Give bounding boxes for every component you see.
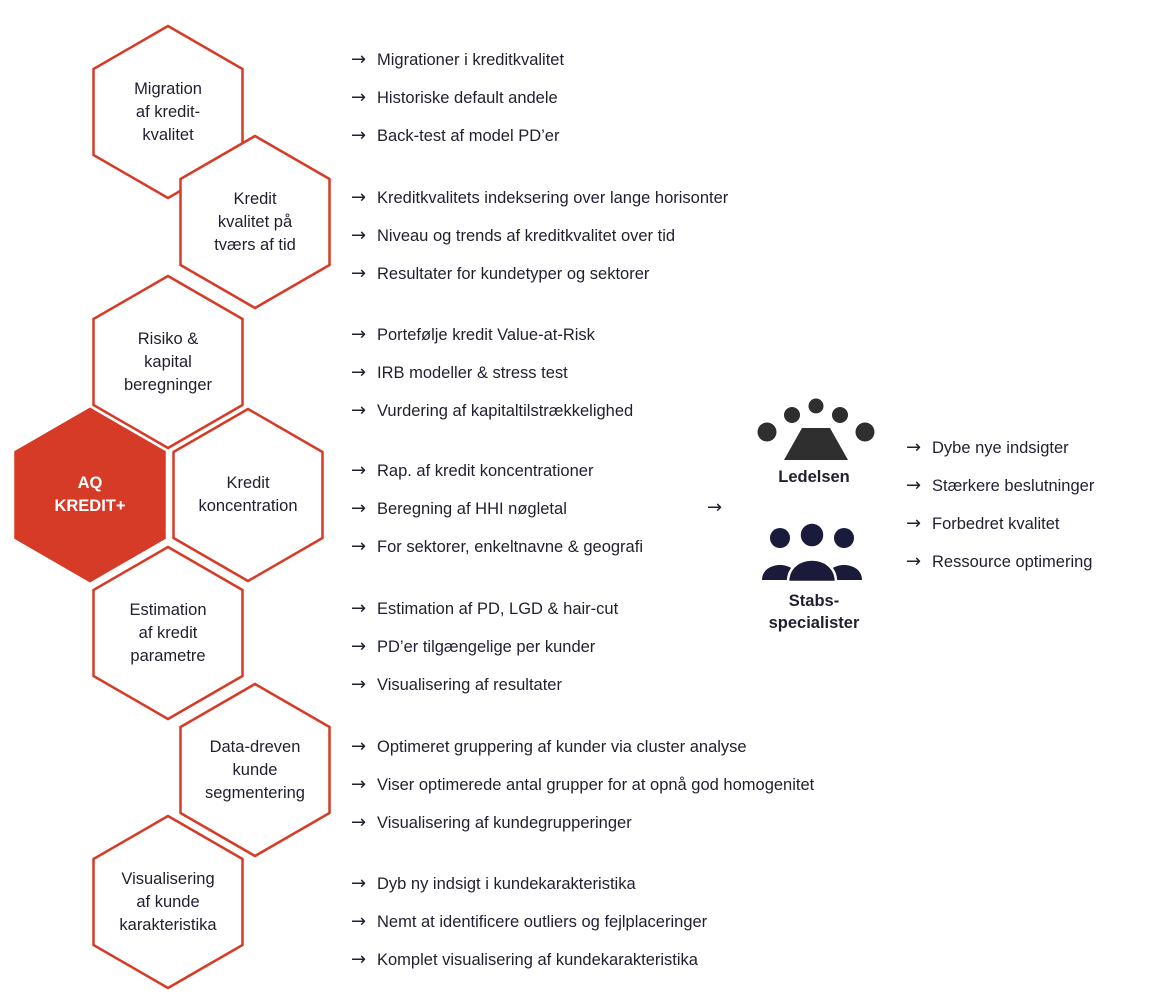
arrow-right-icon: → — [351, 598, 367, 619]
arrow-right-icon: → — [906, 437, 922, 458]
staff-specialists-icon — [762, 522, 862, 584]
bullet-text: Rap. af kredit koncentrationer — [377, 462, 594, 480]
arrow-right-icon: → — [351, 324, 367, 345]
benefit-item: → Forbedret kvalitet — [906, 514, 1059, 534]
arrow-right-icon: → — [351, 536, 367, 557]
arrow-right-icon: → — [351, 949, 367, 970]
bullet-item: → Beregning af HHI nøgletal — [351, 499, 567, 519]
management-label: Ledelsen — [778, 468, 850, 486]
bullet-item: → Migrationer i kreditkvalitet — [351, 50, 564, 70]
benefit-item: → Dybe nye indsigter — [906, 438, 1069, 458]
arrow-right-icon: → — [351, 674, 367, 695]
bullet-text: Portefølje kredit Value-at-Risk — [377, 326, 595, 344]
arrow-right-icon: → — [351, 125, 367, 146]
arrow-right-icon: → — [351, 400, 367, 421]
arrow-right-icon: → — [906, 551, 922, 572]
hexagon-7 — [92, 814, 244, 990]
benefit-text: Ressource optimering — [932, 553, 1093, 571]
arrow-right-icon: → — [351, 225, 367, 246]
bullet-text: Komplet visualisering af kundekarakteris… — [377, 951, 698, 969]
bullet-text: For sektorer, enkeltnavne & geografi — [377, 538, 643, 556]
bullet-text: IRB modeller & stress test — [377, 364, 568, 382]
arrow-right-icon: → — [351, 187, 367, 208]
bullet-text: Beregning af HHI nøgletal — [377, 500, 567, 518]
bullet-item: → Kreditkvalitets indeksering over lange … — [351, 188, 728, 208]
arrow-right-icon: → — [351, 498, 367, 519]
bullet-item: → Visualisering af kundegrupperinger — [351, 813, 632, 833]
bullet-text: Migrationer i kreditkvalitet — [377, 51, 565, 69]
bullet-item: → Viser optimerede antal grupper for at o… — [351, 775, 814, 795]
bullet-item: → Historiske default andele — [351, 88, 558, 108]
hexagon-4 — [172, 407, 324, 583]
hexagon-label-7: Visualisering af kunde karakteristika — [119, 869, 217, 934]
bullet-text: Optimeret gruppering af kunder via clust… — [377, 738, 747, 756]
arrow-right-icon: → — [351, 49, 367, 70]
hexagon-label-6: Data-dreven kunde segmentering — [205, 737, 305, 802]
hexagon-label-2: Risiko & kapital beregninger — [123, 329, 213, 394]
bullet-item: → Portefølje kredit Value-at-Risk — [351, 325, 595, 345]
bullet-item: → Estimation af PD, LGD & hair-cut — [351, 599, 618, 619]
benefit-text: Dybe nye indsigter — [932, 439, 1069, 457]
arrow-right-icon: → — [351, 774, 367, 795]
bullet-item: → Nemt at identificere outliers og fejlpl… — [351, 912, 707, 932]
benefit-text: Forbedret kvalitet — [932, 515, 1060, 533]
hexagon-label-3: AQ KREDIT+ — [54, 474, 126, 515]
hexagon-6 — [179, 682, 331, 858]
hexagon-label-4: Kredit koncentration — [198, 474, 298, 515]
bullet-item: → Komplet visualisering af kundekarakteri… — [351, 950, 698, 970]
hexagon-1 — [179, 134, 331, 310]
bullet-item: → Visualisering af resultater — [351, 675, 562, 695]
bullet-text: PD’er tilgængelige per kunder — [377, 638, 596, 656]
hexagon-label-0: Migration af kredit- kvalitet — [134, 79, 202, 144]
hexagon-2 — [92, 274, 244, 450]
bullet-item: → PD’er tilgængelige per kunder — [351, 637, 595, 657]
arrow-right-icon: → — [351, 873, 367, 894]
benefit-text: Stærkere beslutninger — [932, 477, 1095, 495]
flow-arrow: → — [707, 497, 723, 518]
bullet-item: → Resultater for kundetyper og sektorer — [351, 264, 649, 284]
hexagon-label-1: Kredit kvalitet på tværs af tid — [214, 189, 296, 254]
arrow-right-icon: → — [351, 460, 367, 481]
bullet-item: → Dyb ny indsigt i kundekarakteristika — [351, 874, 636, 894]
arrow-right-icon: → — [351, 911, 367, 932]
bullet-item: → Niveau og trends af kreditkvalitet over… — [351, 226, 675, 246]
management-icon — [757, 398, 875, 460]
benefit-item: → Ressource optimering — [906, 552, 1093, 572]
arrow-right-icon: → — [906, 513, 922, 534]
staff-specialists-label: Stabs- specialister — [768, 592, 860, 632]
benefit-item: → Stærkere beslutninger — [906, 476, 1094, 496]
bullet-text: Viser optimerede antal grupper for at op… — [377, 776, 815, 794]
bullet-text: Estimation af PD, LGD & hair-cut — [377, 600, 619, 618]
bullet-item: → Vurdering af kapitaltilstrækkelighed — [351, 401, 633, 421]
bullet-text: Kreditkvalitets indeksering over lange h… — [377, 189, 729, 207]
bullet-text: Nemt at identificere outliers og fejlpla… — [377, 913, 708, 931]
arrow-right-icon: → — [351, 87, 367, 108]
hexagon-0 — [92, 24, 244, 200]
arrow-right-icon: → — [351, 636, 367, 657]
bullet-text: Resultater for kundetyper og sektorer — [377, 265, 650, 283]
bullet-text: Back-test af model PD’er — [377, 127, 560, 145]
arrow-right-icon: → — [351, 362, 367, 383]
bullet-text: Dyb ny indsigt i kundekarakteristika — [377, 875, 636, 893]
hexagon-3 — [14, 407, 166, 583]
bullet-text: Vurdering af kapitaltilstrækkelighed — [377, 402, 634, 420]
bullet-item: → Rap. af kredit koncentrationer — [351, 461, 593, 481]
bullet-text: Visualisering af resultater — [377, 676, 562, 694]
bullet-item: → Back-test af model PD’er — [351, 126, 559, 146]
bullet-text: Niveau og trends af kreditkvalitet over … — [377, 227, 676, 245]
arrow-right-icon: → — [906, 475, 922, 496]
bullet-item: → IRB modeller & stress test — [351, 363, 568, 383]
arrow-right-icon: → — [351, 263, 367, 284]
arrow-right-icon: → — [351, 736, 367, 757]
bullet-item: → Optimeret gruppering af kunder via clus… — [351, 737, 747, 757]
hexagon-label-5: Estimation af kredit parametre — [129, 600, 207, 665]
bullet-text: Visualisering af kundegrupperinger — [377, 814, 632, 832]
arrow-right-icon: → — [351, 812, 367, 833]
hexagon-5 — [92, 545, 244, 721]
bullet-item: → For sektorer, enkeltnavne & geografi — [351, 537, 643, 557]
bullet-text: Historiske default andele — [377, 89, 558, 107]
